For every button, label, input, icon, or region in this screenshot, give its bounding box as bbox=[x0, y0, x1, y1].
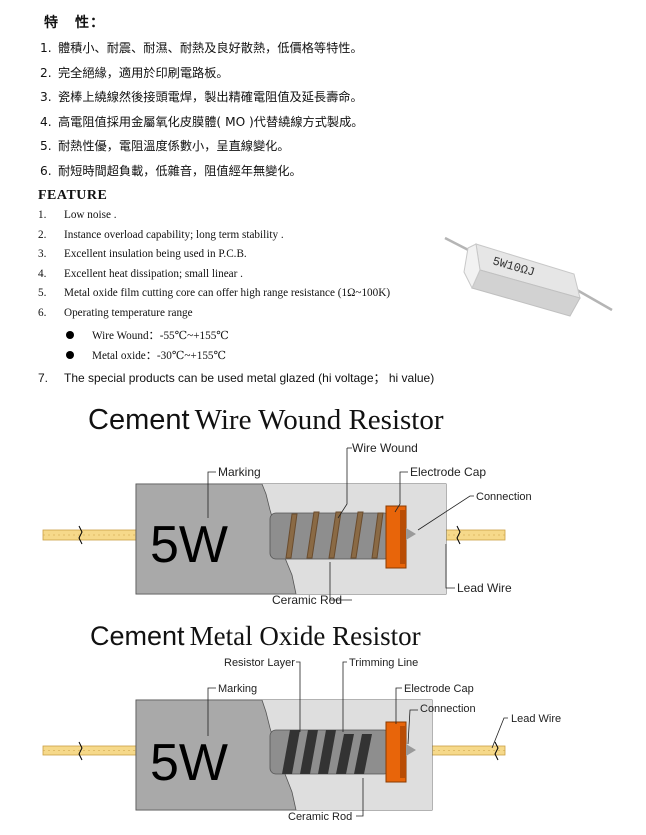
label-trimming-line: Trimming Line bbox=[349, 657, 418, 669]
list-item: 2. Instance overload capability; long ter… bbox=[38, 226, 390, 246]
item-number: 1. bbox=[38, 209, 47, 221]
item-text: 耐熱性優，電阻溫度係數小，呈直線變化。 bbox=[58, 139, 290, 154]
item-text: Instance overload capability; long term … bbox=[64, 228, 284, 241]
label-connection: Connection bbox=[420, 703, 476, 715]
connection-weld bbox=[406, 744, 416, 756]
list-item: 4. Excellent heat dissipation; small line… bbox=[38, 265, 390, 285]
diagram-2-title: Cement Metal Oxide Resistor bbox=[90, 623, 421, 650]
list-item: 2. 完全絕緣，適用於印刷電路板。 bbox=[40, 61, 364, 86]
item-text: Low noise . bbox=[64, 209, 117, 221]
list-item: 3. Excellent insulation being used in P.C… bbox=[38, 245, 390, 265]
label-marking: Marking bbox=[218, 683, 257, 695]
list-item: 5. 耐熱性優，電阻溫度係數小，呈直線變化。 bbox=[40, 134, 364, 159]
item-number: 4. bbox=[38, 267, 47, 280]
label-lead-wire: Lead Wire bbox=[511, 713, 561, 725]
bullet-item-wire-wound: Wire Wound：-55℃~+155℃ bbox=[66, 327, 229, 343]
resistor-photo: 5W10ΩJ bbox=[444, 236, 613, 317]
header-char-2: 性： bbox=[75, 15, 105, 31]
item-text: 體積小、耐震、耐濕、耐熱及良好散熱，低價格等特性。 bbox=[58, 41, 363, 55]
item-number: 4. bbox=[40, 114, 52, 129]
feature-title: FEATURE bbox=[38, 188, 108, 203]
list-item: 6. Operating temperature range bbox=[38, 304, 390, 324]
item-text: 瓷棒上繞線然後接頭電焊，製出精確電阻值及延長壽命。 bbox=[58, 90, 363, 105]
feature-7: 7. The special products can be used metal… bbox=[38, 369, 434, 386]
header-char-1: 特 bbox=[44, 15, 59, 31]
label-electrode-cap: Electrode Cap bbox=[404, 683, 474, 695]
label-electrode-cap: Electrode Cap bbox=[410, 465, 486, 479]
label-ceramic-rod: Ceramic Rod bbox=[272, 593, 342, 607]
photo-body-end bbox=[463, 243, 481, 290]
features-header-zh: 特性： bbox=[44, 12, 105, 32]
list-item: 3. 瓷棒上繞線然後接頭電焊，製出精確電阻值及延長壽命。 bbox=[40, 85, 364, 110]
bullet-item-metal-oxide: Metal oxide：-30℃~+155℃ bbox=[66, 347, 226, 363]
item-text: Excellent insulation being used in P.C.B… bbox=[64, 248, 247, 261]
item-text: Excellent heat dissipation; small linear… bbox=[64, 267, 243, 280]
list-item: 1. Low noise . bbox=[38, 206, 390, 226]
resistor-layer bbox=[282, 730, 372, 774]
connection-weld bbox=[406, 528, 416, 540]
bullet-text: Metal oxide：-30℃~+155℃ bbox=[92, 350, 227, 362]
wire-wound-diagram: 5W Wire Wound Marking Electrode Cap Conn… bbox=[42, 441, 532, 607]
title-part-b: Metal Oxide Resistor bbox=[189, 621, 421, 651]
title-part-b: Wire Wound Resistor bbox=[194, 404, 444, 436]
diagram-1-title: Cement Wire Wound Resistor bbox=[88, 406, 444, 435]
wire-winding bbox=[285, 511, 384, 559]
list-item: 1. 體積小、耐震、耐濕、耐熱及良好散熱，低價格等特性。 bbox=[40, 36, 364, 61]
label-connection: Connection bbox=[476, 491, 532, 503]
label-wire-wound: Wire Wound bbox=[352, 441, 418, 455]
metal-oxide-diagram: 5W Resistor Layer Trimming Line Marking … bbox=[42, 657, 561, 823]
item-number: 6. bbox=[38, 306, 47, 319]
body-marking-text: 5W bbox=[150, 516, 228, 574]
bullet-icon bbox=[66, 351, 74, 360]
item-number: 7. bbox=[38, 371, 49, 385]
en-feature-list: 1. Low noise . 2. Instance overload capabi… bbox=[38, 206, 390, 324]
list-item: 4. 高電阻值採用金屬氧化皮膜體( MO )代替繞線方式製成。 bbox=[40, 110, 364, 135]
item-number: 5. bbox=[38, 287, 47, 300]
item-number: 5. bbox=[40, 139, 52, 154]
item-number: 3. bbox=[40, 90, 52, 105]
bullet-icon bbox=[66, 331, 74, 340]
item-number: 1. bbox=[40, 41, 52, 55]
item-number: 2. bbox=[38, 228, 47, 241]
item-number: 2. bbox=[40, 65, 52, 80]
callout-lines bbox=[207, 661, 508, 817]
zh-feature-list: 1. 體積小、耐震、耐濕、耐熱及良好散熱，低價格等特性。 2. 完全絕緣，適用於印刷… bbox=[40, 36, 364, 184]
item-number: 3. bbox=[38, 248, 47, 261]
item-text: 完全絕緣，適用於印刷電路板。 bbox=[58, 65, 229, 80]
list-item: 5. Metal oxide film cutting core can offe… bbox=[38, 284, 390, 304]
label-lead-wire: Lead Wire bbox=[457, 581, 512, 595]
label-marking: Marking bbox=[218, 465, 261, 479]
item-text: 高電阻值採用金屬氧化皮膜體( MO )代替繞線方式製成。 bbox=[58, 114, 364, 129]
callout-lines bbox=[207, 447, 474, 601]
label-ceramic-rod: Ceramic Rod bbox=[288, 811, 352, 823]
item-text: The special products can be used metal g… bbox=[64, 371, 435, 385]
title-part-a: Cement bbox=[88, 404, 190, 436]
bullet-text: Wire Wound：-55℃~+155℃ bbox=[92, 330, 229, 342]
title-part-a: Cement bbox=[90, 621, 185, 651]
item-text: Metal oxide film cutting core can offer … bbox=[64, 287, 391, 300]
label-resistor-layer: Resistor Layer bbox=[224, 657, 295, 669]
item-text: Operating temperature range bbox=[64, 306, 193, 319]
item-number: 6. bbox=[40, 163, 52, 178]
item-text: 耐短時間超負載，低雜音，阻值經年無變化。 bbox=[58, 163, 302, 178]
body-marking-text: 5W bbox=[150, 734, 228, 792]
list-item: 6. 耐短時間超負載，低雜音，阻值經年無變化。 bbox=[40, 159, 364, 184]
